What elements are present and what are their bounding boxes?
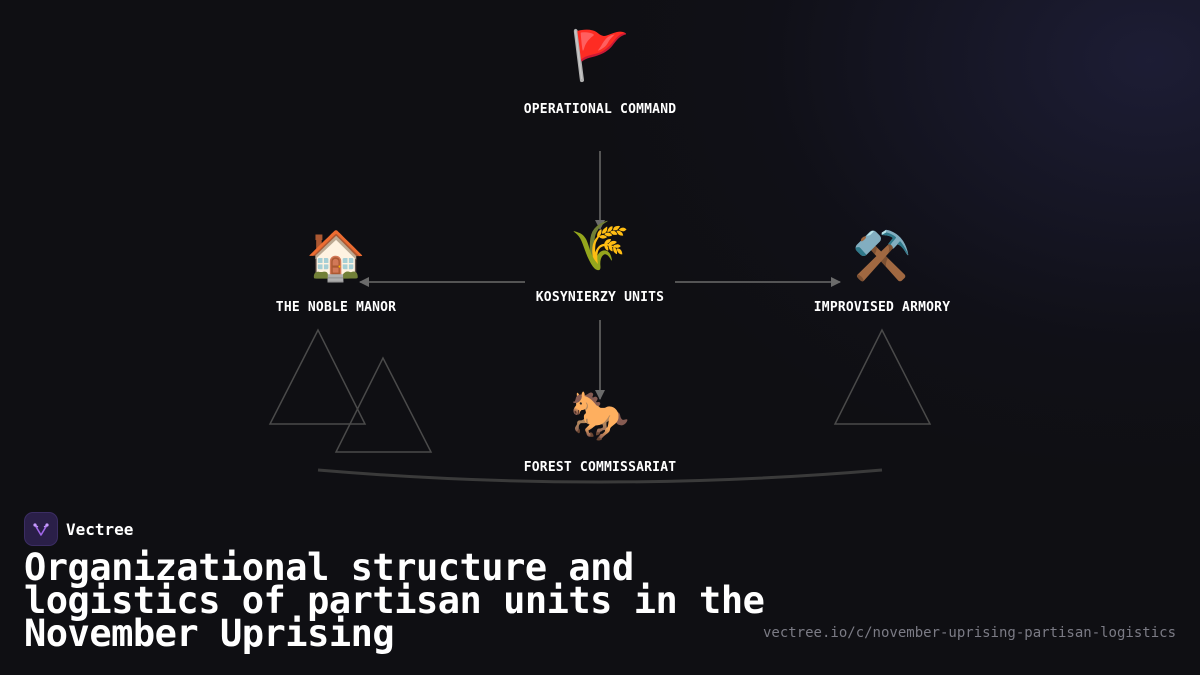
node-improvised-armory-label: IMPROVISED ARMORY — [813, 300, 951, 315]
brand-name: Vectree — [66, 519, 134, 539]
brand[interactable]: Vectree — [24, 512, 133, 546]
mountain-left-2 — [334, 356, 433, 453]
node-noble-manor-label: THE NOBLE MANOR — [275, 300, 397, 315]
page-title: Organizational structure and logistics o… — [24, 546, 765, 655]
hammer-and-pick-icon: ⚒️ — [852, 228, 912, 284]
node-operational-command-label: OPERATIONAL COMMAND — [523, 102, 677, 117]
house-icon: 🏠 — [306, 228, 366, 284]
mountain-right — [833, 328, 932, 425]
red-flag-icon: 🚩 — [570, 28, 630, 84]
edges — [359, 151, 841, 400]
mountain-left-1 — [268, 328, 367, 425]
sheaf-of-rice-icon: 🌾 — [570, 218, 630, 274]
node-kosynierzy-units-label: KOSYNIERZY UNITS — [535, 290, 665, 305]
vectree-logo-icon — [24, 512, 58, 546]
horse-icon: 🐎 — [570, 388, 630, 444]
decor-ground-curve — [317, 468, 883, 484]
node-forest-commissariat-label: FOREST COMMISSARIAT — [523, 460, 677, 475]
source-url[interactable]: vectree.io/c/november-uprising-partisan-… — [762, 625, 1176, 641]
decor-mountains — [268, 328, 932, 453]
